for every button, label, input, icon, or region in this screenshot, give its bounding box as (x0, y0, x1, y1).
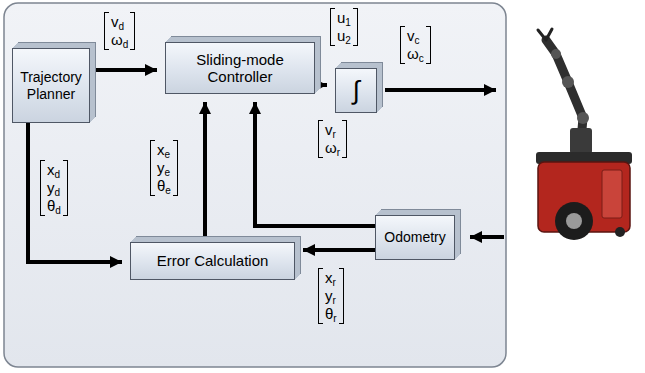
vector-entry: vd (111, 13, 128, 31)
vector-entry: vr (325, 121, 340, 139)
signal-arrow (315, 83, 327, 87)
box-label: ∫ (352, 76, 359, 106)
signal-arrow (90, 68, 157, 72)
process-box: Sliding-mode Controller (165, 42, 315, 94)
box-label: Error Calculation (157, 252, 269, 269)
feedback-arrow (470, 235, 504, 239)
vector-entry: ye (157, 159, 171, 177)
vector-entry: u2 (337, 27, 351, 45)
box-label: Odometry (384, 229, 445, 245)
signal-vector: xd yd θd (40, 160, 68, 216)
vector-entry: θr (325, 305, 337, 323)
process-box: Odometry (375, 215, 455, 260)
signal-vector: vd ωd (104, 12, 135, 50)
output-arrow (385, 88, 496, 92)
signal-vector: vr ωr (318, 120, 347, 158)
signal-arrow (255, 102, 375, 226)
box-label: Sliding-mode Controller (172, 51, 308, 86)
vector-entry: vc (407, 27, 424, 45)
vector-entry: ωc (407, 45, 424, 63)
vector-entry: θe (157, 177, 171, 195)
signal-vector: u1 u2 (330, 8, 358, 46)
signal-arrow (203, 102, 207, 242)
vector-entry: yd (47, 179, 61, 197)
vector-entry: yr (325, 287, 337, 305)
vector-entry: xr (325, 269, 337, 287)
signal-vector: xr yr θr (318, 268, 344, 324)
robot-illustration (536, 29, 632, 240)
vector-entry: xd (47, 161, 61, 179)
vector-entry: θd (47, 197, 61, 215)
vector-entry: u1 (337, 9, 351, 27)
vector-entry: ωd (111, 31, 128, 49)
signal-vector: vc ωc (400, 26, 431, 64)
process-box: ∫ (335, 68, 377, 113)
system-panel (4, 3, 506, 367)
vector-entry: ωr (325, 139, 340, 157)
signal-arrow (28, 123, 122, 262)
process-box: Error Calculation (130, 242, 295, 280)
vector-entry: xe (157, 141, 171, 159)
signal-arrow (303, 248, 375, 252)
process-box: Trajectory Planner (12, 48, 90, 123)
box-label: Trajectory Planner (19, 69, 83, 101)
signal-vector: xe ye θe (150, 140, 178, 196)
